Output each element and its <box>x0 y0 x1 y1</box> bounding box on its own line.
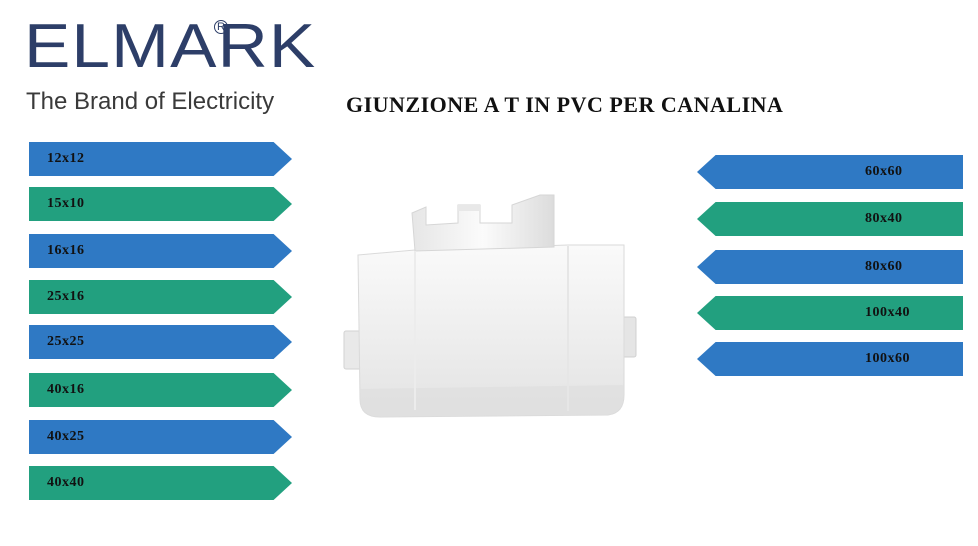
size-tag-left-7: 40x25 <box>29 420 292 454</box>
size-label: 40x16 <box>47 382 85 397</box>
size-tag-left-2: 15x10 <box>29 187 292 221</box>
size-label: 60x60 <box>865 164 903 179</box>
registered-mark-icon: R <box>214 20 228 34</box>
brand-name: ELMARK <box>24 12 317 81</box>
size-tag-right-1: 60x60 <box>697 155 963 189</box>
size-label: 25x25 <box>47 334 85 349</box>
size-tag-left-6: 40x16 <box>29 373 292 407</box>
size-tag-left-8: 40x40 <box>29 466 292 500</box>
size-tag-left-5: 25x25 <box>29 325 292 359</box>
size-label: 12x12 <box>47 151 85 166</box>
size-tag-right-5: 100x60 <box>697 342 963 376</box>
size-tag-right-2: 80x40 <box>697 202 963 236</box>
size-label: 40x40 <box>47 475 85 490</box>
junction-branch <box>411 194 555 252</box>
size-label: 15x10 <box>47 196 85 211</box>
size-tag-left-1: 12x12 <box>29 142 292 176</box>
size-label: 100x60 <box>865 351 910 366</box>
size-label: 100x40 <box>865 305 910 320</box>
size-label: 25x16 <box>47 289 85 304</box>
pvc-t-junction-photo <box>343 194 637 418</box>
size-label: 80x60 <box>865 259 903 274</box>
size-label: 16x16 <box>47 243 85 258</box>
size-tag-left-3: 16x16 <box>29 234 292 268</box>
notch-shadow <box>458 205 480 211</box>
brand-logo: ELMARK R The Brand of Electricity <box>24 12 324 122</box>
size-tag-right-3: 80x60 <box>697 250 963 284</box>
size-label: 80x40 <box>865 211 903 226</box>
size-tag-left-4: 25x16 <box>29 280 292 314</box>
size-label: 40x25 <box>47 429 85 444</box>
page-title: GIUNZIONE A T IN PVC PER CANALINA <box>346 92 784 117</box>
size-tag-right-4: 100x40 <box>697 296 963 330</box>
body-shadow <box>360 385 624 417</box>
brand-tagline: The Brand of Electricity <box>26 88 275 115</box>
